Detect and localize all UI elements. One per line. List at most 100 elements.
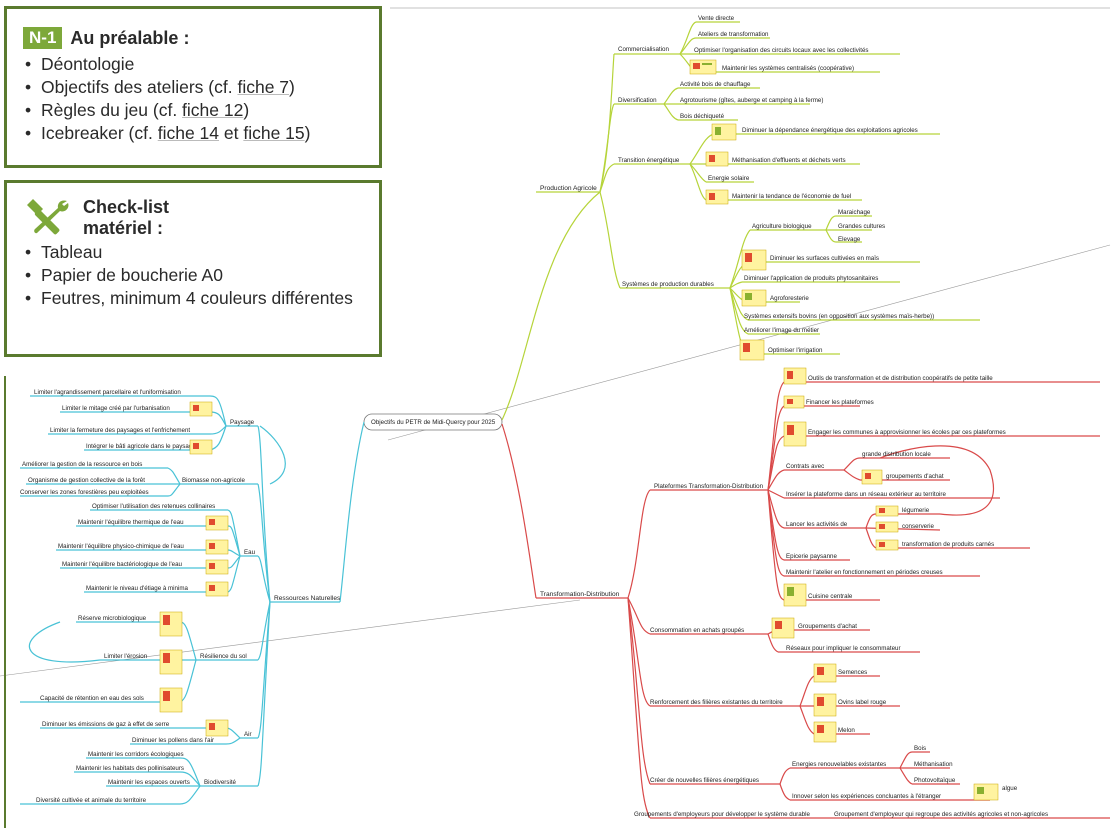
- checklist-header: Check-list matériel :: [23, 197, 365, 239]
- ressources-labels: Ressources Naturelles Paysage Limiter l'…: [20, 389, 341, 804]
- frame-border: [4, 376, 6, 828]
- fiche-link[interactable]: fiche 15: [243, 123, 305, 143]
- fiche-link[interactable]: fiche 7: [237, 77, 290, 97]
- sticky-note-icon: [813, 721, 837, 743]
- fiche-link[interactable]: fiche 12: [182, 100, 244, 120]
- list-item: Tableau: [23, 241, 365, 264]
- sticky-note-icon: [205, 581, 229, 597]
- leaf-label: Méthanisation d'effluents et déchets ver…: [732, 157, 846, 164]
- sticky-note-icon: [189, 439, 213, 455]
- leaf-label: Diminuer les surfaces cultivées en maïs: [770, 255, 879, 262]
- sticky-note-icon: [205, 515, 229, 531]
- checklist-title-line: Check-list: [83, 197, 170, 217]
- list-item: Règles du jeu (cf. fiche 12): [23, 99, 365, 122]
- leaf-label: algue: [1002, 785, 1018, 792]
- sub-label: Plateformes Transformation-Distribution: [654, 483, 764, 490]
- sticky-note-icon: [875, 505, 899, 517]
- root-label: Objectifs du PETR de Midi-Quercy pour 20…: [371, 419, 496, 426]
- leaf-label: Optimiser l'organisation des circuits lo…: [694, 47, 869, 54]
- fiche-link[interactable]: fiche 14: [157, 123, 220, 143]
- leaf-label: Lancer les activités de: [786, 521, 848, 528]
- sheet-tag: N-1: [23, 27, 63, 49]
- sticky-note-icon: [189, 401, 213, 417]
- sticky-note-icon: [159, 611, 183, 637]
- list-item: Objectifs des ateliers (cf. fiche 7): [23, 76, 365, 99]
- leaf-label: transformation de produits carnés: [902, 541, 994, 548]
- leaf-label: Maintenir les habitats des pollinisateur…: [76, 765, 184, 772]
- leaf-label: Conserver les zones forestières peu expl…: [20, 489, 149, 496]
- leaf-label: Vente directe: [698, 15, 735, 22]
- leaf-label: Outils de transformation et de distribut…: [808, 375, 993, 382]
- list-item: Déontologie: [23, 53, 365, 76]
- branch-label: Transformation-Distribution: [540, 591, 620, 598]
- sticky-note-icon: [813, 663, 837, 683]
- leaf-label: Organisme de gestion collective de la fo…: [28, 477, 145, 484]
- leaf-label: Diminuer les émissions de gaz à effet de…: [42, 721, 170, 728]
- leaf-label: Réseaux pour impliquer le consommateur: [786, 645, 901, 652]
- leaf-label: grande distribution locale: [862, 451, 931, 458]
- leaf-label: Maintenir l'équilibre thermique de l'eau: [78, 519, 184, 526]
- tools-icon: [27, 199, 69, 235]
- leaf-label: Maintenir la tendance de l'économie de f…: [732, 193, 851, 200]
- sticky-note-icon: [783, 367, 807, 385]
- sub-label: Paysage: [230, 419, 255, 426]
- leaf-label: Bois: [914, 745, 926, 752]
- leaf-label: Maintenir l'atelier en fonctionnement en…: [786, 569, 943, 576]
- leaf-label: Financer les plateformes: [806, 399, 874, 406]
- sub-label: Groupements d'employeurs pour développer…: [634, 811, 810, 818]
- leaf-label: Melon: [838, 727, 855, 734]
- leaf-label: Réserve microbiologique: [78, 615, 147, 622]
- prealable-list: Déontologie Objectifs des ateliers (cf. …: [23, 53, 365, 145]
- sticky-note-icon: [861, 469, 883, 485]
- production-labels: Production Agricole Commercialisation Ve…: [540, 15, 934, 354]
- item-text: ): [304, 123, 311, 143]
- leaf-label: Insérer la plateforme dans un réseau ext…: [786, 491, 946, 498]
- prealable-box: N-1 Au préalable : Déontologie Objectifs…: [4, 6, 382, 168]
- sub-label: Biodiversité: [204, 779, 237, 786]
- leaf-label: Optimiser l'irrigation: [768, 347, 823, 354]
- leaf-label: groupements d'achat: [886, 473, 944, 480]
- leaf-label: Diminuer la dépendance énergétique des e…: [742, 127, 918, 134]
- leaf-label: Innover selon les expériences concluante…: [792, 793, 941, 800]
- transformation-labels: Transformation-Distribution Plateformes …: [540, 375, 1048, 818]
- sticky-note-icon: [783, 395, 805, 409]
- note-icons: [159, 59, 999, 801]
- sticky-note-icon: [689, 59, 717, 75]
- leaf-label: Diminuer les pollens dans l'air: [132, 737, 214, 744]
- sticky-note-icon: [705, 189, 729, 205]
- sticky-note-icon: [973, 783, 999, 801]
- item-text: ): [289, 77, 295, 97]
- leaf-label: Limiter la fermeture des paysages et l'e…: [50, 427, 190, 434]
- leaf-label: Maintenir le niveau d'étiage à minima: [86, 585, 189, 592]
- list-item: Papier de boucherie A0: [23, 264, 365, 287]
- leaf-label: Energie solaire: [708, 175, 750, 182]
- prealable-header: N-1 Au préalable :: [23, 27, 365, 49]
- leaf-label: Agrotourisme (gîtes, auberge et camping …: [680, 97, 823, 104]
- leaf-label: Maintenir l'équilibre physico-chimique d…: [58, 543, 184, 550]
- leaf-label: Energies renouvelables existantes: [792, 761, 886, 768]
- leaf-label: Diversité cultivée et animale du territo…: [36, 797, 147, 804]
- leaf-label: Groupements d'achat: [798, 623, 857, 630]
- leaf-label: légumerie: [902, 507, 930, 514]
- leaf-label: Ateliers de transformation: [698, 31, 769, 38]
- leaf-label: Méthanisation: [914, 761, 953, 768]
- leaf-label: Limiter l'agrandissement parcellaire et …: [34, 389, 181, 396]
- list-item: Feutres, minimum 4 couleurs différentes: [23, 287, 365, 310]
- branch-label: Ressources Naturelles: [274, 595, 341, 602]
- leaf-label: Maintenir l'équilibre bactériologique de…: [62, 561, 183, 568]
- leaf-label: Grandes cultures: [838, 223, 885, 230]
- sticky-note-icon: [205, 719, 229, 737]
- sub-label: Diversification: [618, 97, 657, 104]
- leaf-label: Photovoltaïque: [914, 777, 956, 784]
- sticky-note-icon: [739, 339, 765, 361]
- sub-label: Résilience du sol: [200, 653, 247, 660]
- leaf-label: Contrats avec: [786, 463, 824, 470]
- sticky-note-icon: [205, 559, 229, 575]
- leaf-label: Limiter le mitage créé par l'urbanisatio…: [62, 405, 170, 412]
- leaf-label: Maraichage: [838, 209, 871, 216]
- leaf-label: Optimiser l'utilisation des retenues col…: [92, 503, 215, 510]
- list-item: Icebreaker (cf. fiche 14 et fiche 15): [23, 122, 365, 145]
- leaf-label: Maintenir les corridors écologiques: [88, 751, 184, 758]
- sticky-note-icon: [771, 617, 795, 639]
- sub-label: Commercialisation: [618, 46, 669, 53]
